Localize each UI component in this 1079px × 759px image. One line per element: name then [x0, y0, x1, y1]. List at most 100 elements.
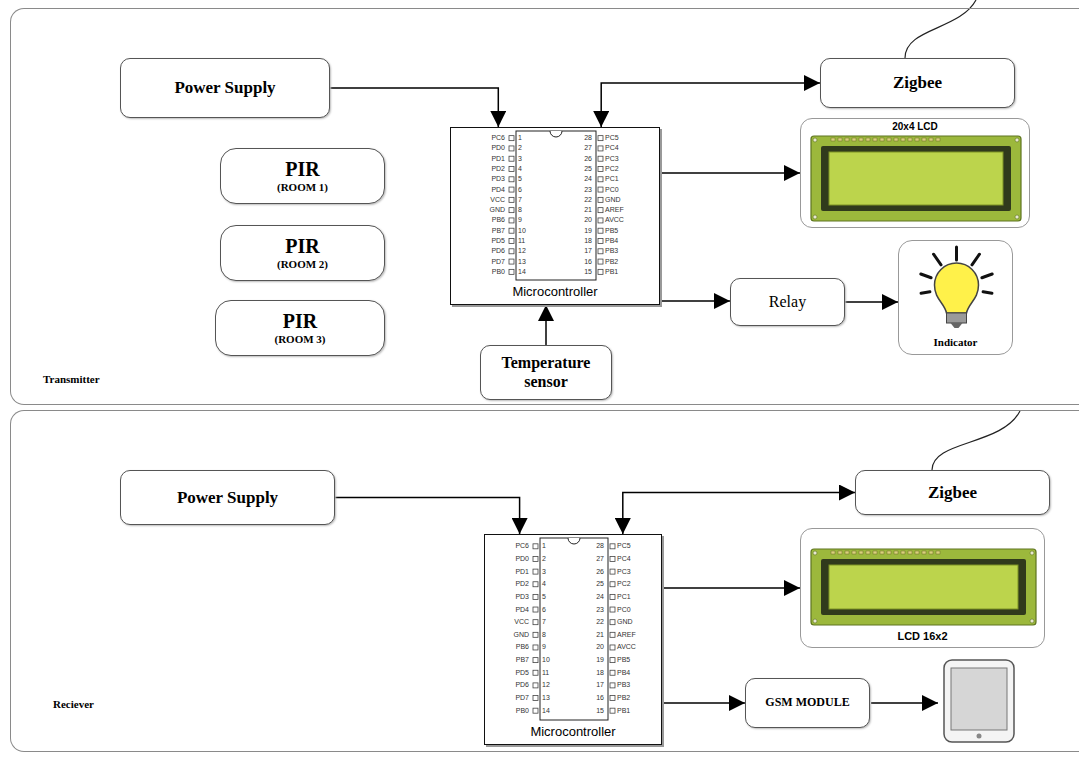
pin-name: PB5	[617, 656, 630, 664]
sensor-box: PIR(ROOM 1)	[220, 148, 385, 204]
pin-number: 25	[584, 165, 592, 173]
pin-number: 6	[542, 606, 546, 614]
node-label: Zigbee	[928, 483, 977, 503]
pin-number: 14	[542, 707, 550, 715]
pin-number: 21	[596, 631, 604, 639]
pin-name: PC0	[605, 186, 619, 194]
pin-name: PC2	[605, 165, 619, 173]
pin-number: 12	[518, 247, 526, 255]
pin-name: PB7	[492, 227, 505, 235]
node-label: 20x4 LCD	[801, 121, 1029, 133]
connector-arrow	[660, 300, 730, 302]
pin-name: PD3	[491, 175, 505, 183]
lcd-module: LCD 16x2	[800, 528, 1045, 648]
pin-name: PD4	[515, 606, 529, 614]
node-label: Indicator	[899, 336, 1012, 349]
node-label: Microcontroller	[485, 725, 661, 740]
receiver-panel: RecieverPower SupplyPC6128PC5PD0227PC4PD…	[10, 410, 1079, 752]
pin-name: PD1	[491, 155, 505, 163]
pin-name: PD3	[515, 593, 529, 601]
pin-name: PC5	[617, 542, 631, 550]
pin-name: GND	[605, 196, 621, 204]
pin-number: 16	[584, 258, 592, 266]
node-sublabel: (ROOM 3)	[274, 333, 325, 346]
indicator-lamp: Indicator	[898, 240, 1013, 355]
pin-number: 12	[542, 681, 550, 689]
pin-name: PC6	[515, 542, 529, 550]
process-box: Power Supply	[120, 58, 330, 118]
pin-number: 18	[584, 237, 592, 245]
pin-number: 3	[542, 568, 546, 576]
connector-arrow	[845, 301, 898, 303]
pin-name: PB4	[617, 669, 630, 677]
process-box: Power Supply	[120, 470, 335, 525]
microcontroller-chip: PC6128PC5PD0227PC4PD1326PC3PD2425PC2PD35…	[484, 534, 662, 745]
pin-number: 2	[518, 144, 522, 152]
node-sublabel: (ROOM 2)	[277, 258, 328, 271]
pin-number: 9	[542, 643, 546, 651]
pin-number: 22	[584, 196, 592, 204]
node-label: Microcontroller	[451, 285, 659, 300]
pin-name: PB1	[605, 268, 618, 276]
pin-name: GND	[513, 631, 529, 639]
transmitter-panel: TransmitterPower SupplyPC6128PC5PD0227PC…	[10, 8, 1079, 405]
node-label: Zigbee	[893, 73, 942, 93]
pin-number: 28	[596, 542, 604, 550]
pin-number: 24	[584, 175, 592, 183]
connector-arrow	[662, 702, 745, 704]
connector-arrow	[330, 88, 498, 127]
pin-number: 7	[542, 618, 546, 626]
pin-number: 1	[542, 542, 546, 550]
node-label: Transmitter	[43, 373, 100, 386]
node-label: PIR	[285, 235, 319, 258]
node-label: Relay	[769, 293, 806, 311]
pin-name: PC3	[617, 568, 631, 576]
pin-number: 11	[518, 237, 525, 245]
pin-name: AVCC	[605, 216, 624, 224]
pin-number: 26	[596, 568, 604, 576]
pin-name: PD6	[491, 247, 505, 255]
pin-number: 26	[584, 155, 592, 163]
sensor-box: PIR(ROOM 3)	[215, 300, 385, 356]
connector-arrow	[545, 305, 547, 345]
pin-name: PB3	[605, 247, 618, 255]
pin-number: 15	[584, 268, 592, 276]
pin-number: 21	[584, 206, 592, 214]
antenna-wire	[932, 411, 1020, 470]
pin-number: 23	[596, 606, 604, 614]
pin-name: PD5	[491, 237, 505, 245]
pin-name: PD4	[491, 186, 505, 194]
process-box: GSM MODULE	[745, 678, 870, 728]
pin-name: PC6	[491, 134, 505, 142]
pin-name: PD7	[515, 694, 529, 702]
pin-number: 20	[596, 643, 604, 651]
connector-arrow	[660, 172, 800, 174]
node-label: Power Supply	[177, 488, 278, 508]
node-label: PIR	[285, 158, 319, 181]
connector-arrow	[601, 83, 820, 127]
node-label: Power Supply	[174, 78, 275, 98]
chip-outline	[485, 535, 663, 746]
pin-number: 4	[542, 580, 546, 588]
pin-number: 10	[518, 227, 526, 235]
microcontroller-chip: PC6128PC5PD0227PC4PD1326PC3PD2425PC2PD35…	[450, 127, 660, 305]
chip-outline	[451, 128, 661, 306]
lcd-module: 20x4 LCD	[800, 118, 1030, 228]
pin-name: PC4	[617, 555, 631, 563]
pin-name: PB1	[617, 707, 630, 715]
pin-name: PB2	[617, 694, 630, 702]
node-label: Temperature sensor	[489, 354, 603, 391]
pin-name: PB0	[516, 707, 529, 715]
pin-name: GND	[617, 618, 633, 626]
pin-number: 27	[596, 555, 604, 563]
phone-icon	[944, 660, 1014, 742]
pin-name: VCC	[514, 618, 529, 626]
pin-number: 20	[584, 216, 592, 224]
pin-name: PB3	[617, 681, 630, 689]
pin-number: 24	[596, 593, 604, 601]
pin-number: 25	[596, 580, 604, 588]
pin-number: 9	[518, 216, 522, 224]
pin-number: 13	[518, 258, 526, 266]
pin-number: 11	[542, 669, 549, 677]
node-sublabel: (ROOM 1)	[277, 181, 328, 194]
